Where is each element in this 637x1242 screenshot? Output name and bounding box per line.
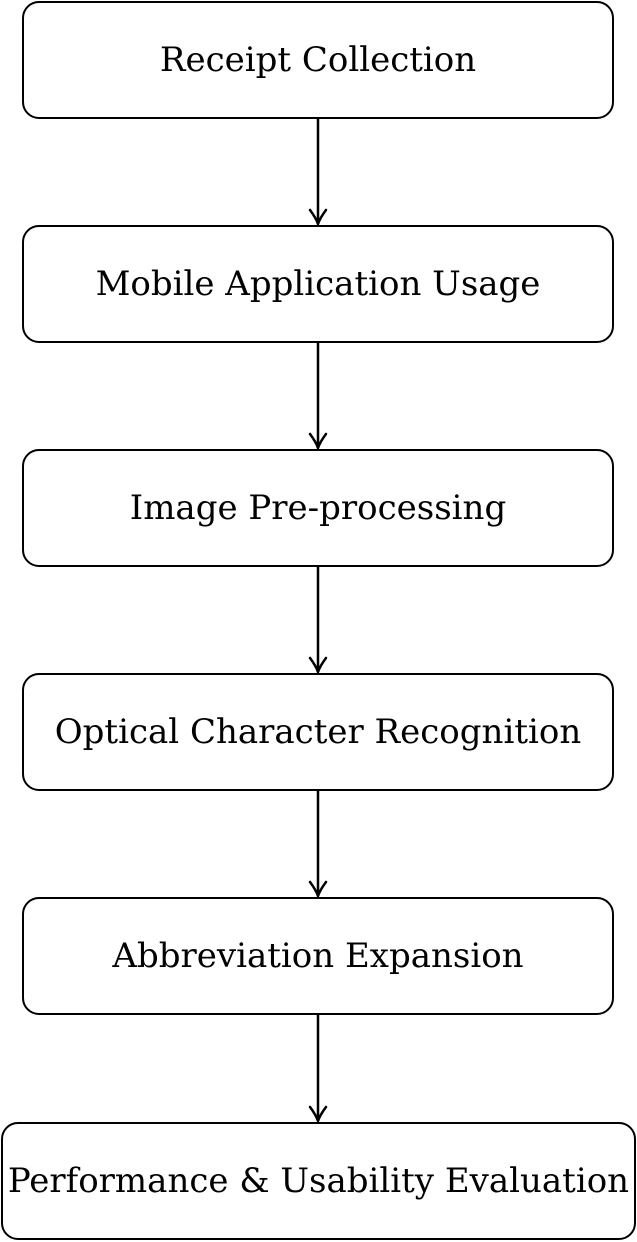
step-abbreviation-expansion: Abbreviation Expansion [22, 897, 614, 1015]
arrowhead-icon [308, 880, 328, 898]
step-box [22, 673, 614, 791]
step-optical-character-recognition: Optical Character Recognition [22, 673, 614, 791]
arrow-abbreviation-expansion-to-performance-usability-evaluation [308, 1014, 328, 1123]
step-label: Mobile Application Usage [96, 264, 541, 304]
step-box [22, 897, 614, 1015]
arrow-image-pre-processing-to-optical-character-recognition [308, 566, 328, 674]
arrow-mobile-application-usage-to-image-pre-processing [308, 342, 328, 450]
step-label: Optical Character Recognition [55, 712, 581, 752]
step-box [22, 225, 614, 343]
step-label: Receipt Collection [160, 40, 476, 80]
arrow-receipt-collection-to-mobile-application-usage [308, 118, 328, 226]
step-box [22, 449, 614, 567]
step-label: Image Pre-processing [130, 488, 506, 528]
step-box [22, 1, 614, 119]
arrowhead-icon [308, 1105, 328, 1123]
flowchart-edges [308, 118, 328, 1123]
step-box [1, 1122, 636, 1240]
arrowhead-icon [308, 656, 328, 674]
arrowhead-icon [308, 432, 328, 450]
arrowhead-icon [308, 208, 328, 226]
step-image-pre-processing: Image Pre-processing [22, 449, 614, 567]
step-label: Abbreviation Expansion [111, 936, 523, 976]
step-mobile-application-usage: Mobile Application Usage [22, 225, 614, 343]
step-label: Performance & Usability Evaluation [8, 1161, 629, 1201]
step-performance-usability-evaluation: Performance & Usability Evaluation [1, 1122, 636, 1240]
arrow-optical-character-recognition-to-abbreviation-expansion [308, 790, 328, 898]
step-receipt-collection: Receipt Collection [22, 1, 614, 119]
